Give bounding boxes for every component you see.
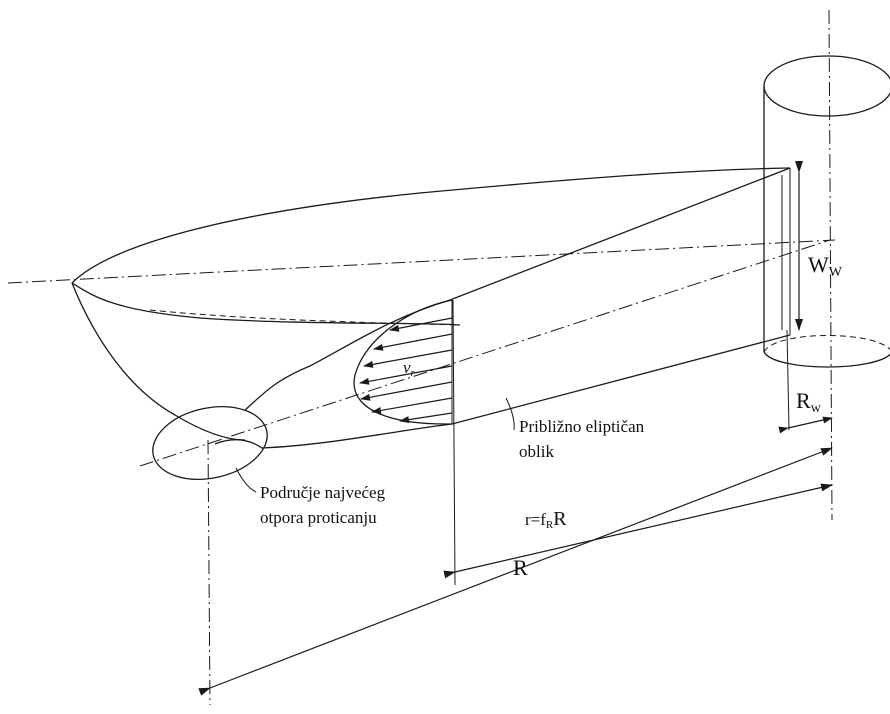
center-line-blade-axis bbox=[139, 239, 831, 467]
velocity-arrow-1 bbox=[389, 317, 453, 332]
wake-cylinder bbox=[763, 55, 890, 368]
center-line-vertical-root bbox=[207, 439, 211, 706]
resistance-region-label-line2: otpora proticanju bbox=[260, 508, 377, 527]
cylinder-bottom-back bbox=[763, 335, 890, 353]
velocity-arrow-3 bbox=[363, 349, 453, 368]
elliptical-leader-line bbox=[505, 397, 515, 431]
blade-lower-hub-edge bbox=[214, 334, 791, 449]
cylinder-bottom-front bbox=[763, 351, 890, 368]
blade-dashed-inner bbox=[149, 309, 461, 326]
radius-label: R bbox=[513, 555, 528, 580]
radius-r-dimension bbox=[443, 483, 833, 579]
radius-big-r-dimension bbox=[198, 447, 833, 696]
velocity-arrow-2 bbox=[373, 333, 453, 351]
center-line-vertical-profile bbox=[452, 299, 456, 586]
center-line-cylinder-axis bbox=[828, 9, 833, 521]
wake-radius-label: Rw bbox=[796, 388, 822, 416]
center-line-vertical-wake bbox=[786, 329, 790, 431]
blade-upper-surface bbox=[71, 167, 791, 284]
velocity-arrow-6 bbox=[371, 397, 453, 414]
blade-leading-curve bbox=[71, 282, 461, 326]
wake-radius-dimension bbox=[778, 416, 833, 434]
velocity-arrow-7 bbox=[399, 412, 453, 424]
blade-lower-edge bbox=[71, 282, 246, 441]
radius-equation-label: r=fRR bbox=[525, 508, 567, 531]
velocity-arrow-5 bbox=[360, 381, 453, 401]
center-line-horizontal bbox=[7, 239, 836, 284]
cylinder-top-ellipse bbox=[763, 55, 890, 117]
wake-width-label: WW bbox=[808, 252, 843, 280]
resistance-region-label-line1: Područje najvećeg bbox=[260, 483, 386, 502]
velocity-arrows bbox=[359, 317, 453, 424]
elliptical-shape-label-line1: Približno eliptičan bbox=[519, 417, 645, 436]
elliptical-shape-label-line2: oblik bbox=[519, 442, 554, 461]
velocity-label: vr bbox=[403, 358, 416, 379]
velocity-arrow-4 bbox=[359, 365, 453, 385]
resistance-leader-line bbox=[235, 467, 257, 493]
elliptical-profile-curve bbox=[353, 299, 453, 425]
